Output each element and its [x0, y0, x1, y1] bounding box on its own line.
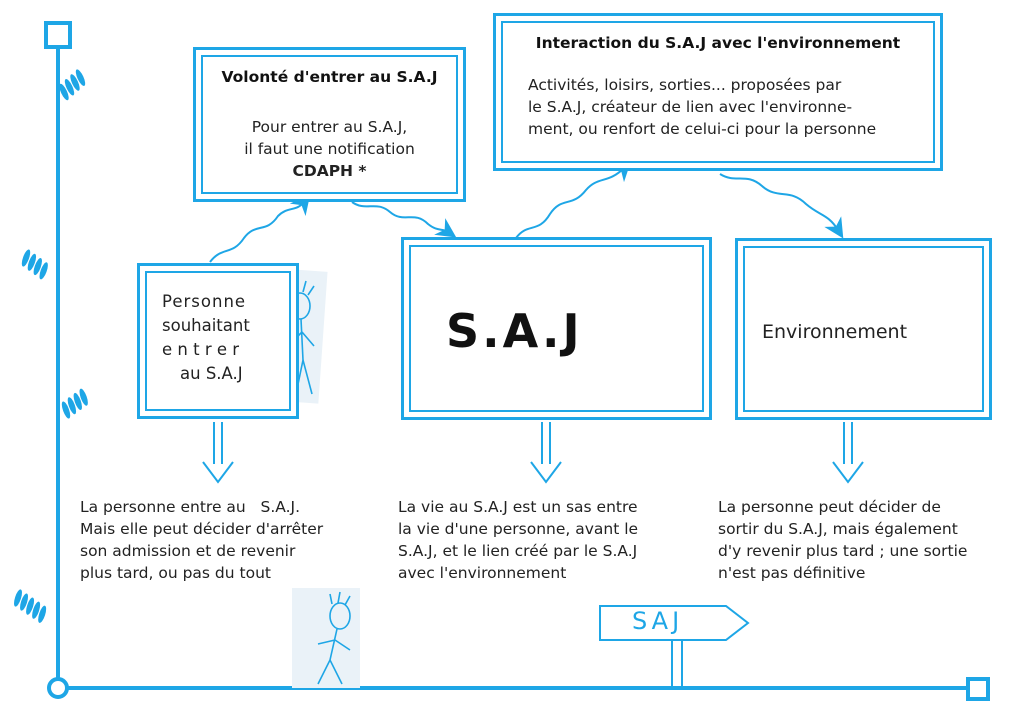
- volonte-title: Volonté d'entrer au S.A.J: [221, 68, 438, 86]
- para1-line-3: son admission et de revenir: [80, 542, 296, 560]
- arrow-interaction-to-env: [719, 173, 844, 239]
- frame-end-square: [966, 677, 990, 701]
- interaction-title: Interaction du S.A.J avec l'environnemen…: [535, 34, 901, 52]
- interaction-line-3: ment, ou renfort de celui-ci pour la per…: [528, 120, 877, 138]
- leaf-sprig-icon: [14, 589, 47, 623]
- leaf-sprig-icon: [59, 69, 86, 101]
- stick-figure-running: [292, 588, 360, 688]
- down-arrow-personne: [202, 422, 234, 484]
- down-arrow-saj: [530, 422, 562, 484]
- volonte-line-2: il faut une notification: [244, 140, 415, 158]
- frame-lines: [44, 21, 990, 701]
- arrow-volonte-to-saj: [351, 201, 457, 238]
- personne-line-2: souhaitant: [162, 316, 250, 335]
- interaction-line-2: le S.A.J, créateur de lien avec l'enviro…: [528, 98, 853, 116]
- arrow-saj-to-interaction: [515, 160, 632, 239]
- box-volonte: Volonté d'entrer au S.A.J Pour entrer au…: [193, 47, 466, 202]
- signpost-label: SAJ: [632, 607, 684, 635]
- para3-line-2: sortir du S.A.J, mais également: [718, 520, 958, 538]
- environnement-label: Environnement: [762, 321, 908, 343]
- para3-line-1: La personne peut décider de: [718, 498, 941, 516]
- paragraph-saj: La vie au S.A.J est un sas entre la vie …: [398, 496, 690, 584]
- interaction-text: Activités, loisirs, sorties... proposées…: [528, 74, 910, 140]
- para3-line-4: n'est pas définitive: [718, 564, 866, 582]
- interaction-line-1: Activités, loisirs, sorties... proposées…: [528, 76, 842, 94]
- personne-line-4: au S.A.J: [180, 364, 243, 383]
- box-interaction: Interaction du S.A.J avec l'environnemen…: [493, 13, 943, 171]
- box-saj: S.A.J: [401, 237, 712, 420]
- para2-line-3: S.A.J, et le lien créé par le S.A.J: [398, 542, 638, 560]
- down-arrow-environnement: [832, 422, 864, 484]
- paragraph-environnement: La personne peut décider de sortir du S.…: [718, 496, 1008, 584]
- paragraph-personne: La personne entre au S.A.J. Mais elle pe…: [80, 496, 370, 584]
- para1-line-2: Mais elle peut décider d'arrêter: [80, 520, 324, 538]
- box-environnement: Environnement: [735, 238, 992, 420]
- para2-line-4: avec l'environnement: [398, 564, 567, 582]
- frame-origin-circle: [47, 677, 69, 699]
- para1-line-4: plus tard, ou pas du tout: [80, 564, 271, 582]
- volonte-line-3: CDAPH *: [292, 162, 367, 180]
- volonte-line-1: Pour entrer au S.A.J,: [251, 118, 408, 136]
- leaf-sprig-icon: [21, 249, 48, 280]
- personne-text: Personne souhaitant e n t r e r au S.A.J: [162, 290, 250, 386]
- saj-signpost: [599, 605, 750, 688]
- flow-arrows: [209, 160, 844, 263]
- box-personne: Personne souhaitant e n t r e r au S.A.J: [137, 263, 299, 419]
- volonte-text: Pour entrer au S.A.J, il faut une notifi…: [206, 116, 453, 182]
- para2-line-2: la vie d'une personne, avant le: [398, 520, 639, 538]
- arrow-personne-to-volonte: [209, 194, 311, 263]
- personne-line-1: Personne: [162, 292, 247, 311]
- personne-line-3: e n t r e r: [162, 340, 240, 359]
- down-arrows: [202, 422, 864, 484]
- para2-line-1: La vie au S.A.J est un sas entre: [398, 498, 638, 516]
- para3-line-3: d'y revenir plus tard ; une sortie: [718, 542, 968, 560]
- para1-line-1: La personne entre au S.A.J.: [80, 498, 301, 516]
- frame-top-square: [44, 21, 72, 49]
- saj-label: S.A.J: [446, 304, 583, 358]
- leaf-sprig-icon: [61, 388, 88, 419]
